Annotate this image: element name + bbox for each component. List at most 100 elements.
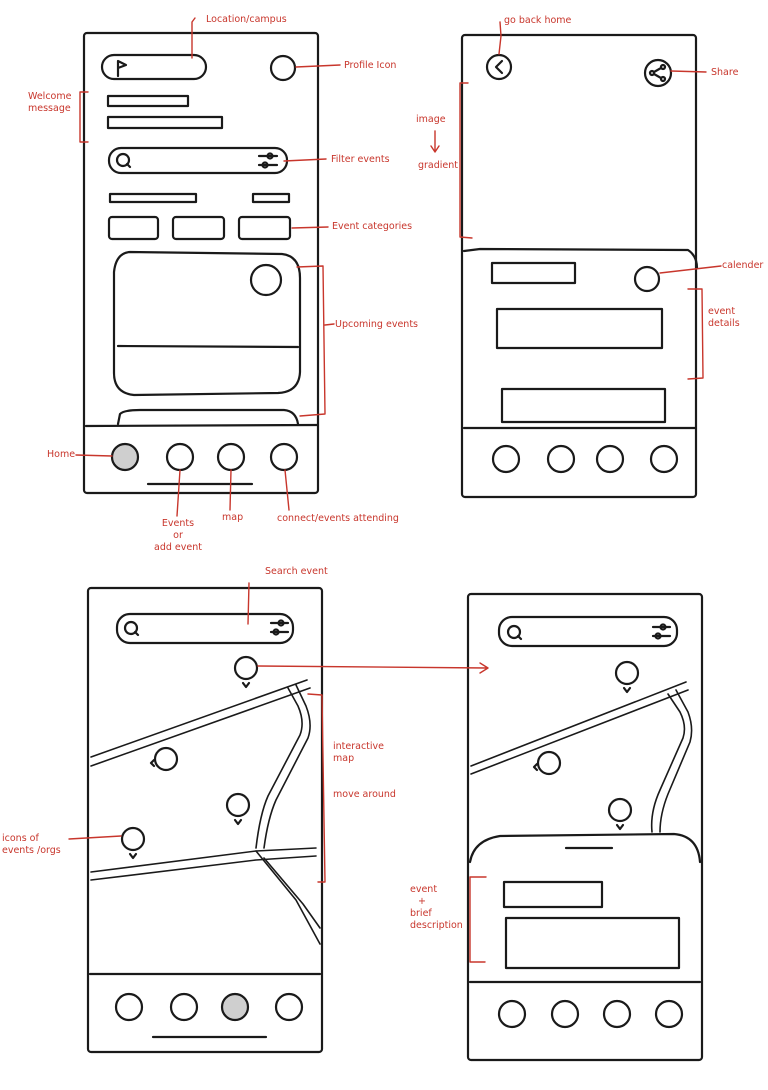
welcome-bracket [79, 91, 89, 143]
label-event-details: event details [708, 306, 758, 330]
share-button[interactable] [643, 58, 673, 88]
map-pin-icon[interactable] [607, 797, 633, 831]
map-pin-icon[interactable] [233, 655, 259, 689]
welcome-line-2 [106, 115, 224, 130]
share-icon [648, 63, 667, 83]
nav-connect[interactable] [649, 444, 679, 474]
label-profile-icon: Profile Icon [344, 60, 397, 71]
calendar-button[interactable] [633, 265, 661, 293]
label-event-brief: event + brief description [410, 884, 466, 932]
next-card-peek [116, 408, 300, 426]
label-interactive-map: interactive map [333, 741, 393, 765]
leader-icons [68, 835, 122, 840]
label-go-back-home: go back home [504, 15, 572, 26]
search-bar[interactable] [497, 615, 679, 648]
map-pin-icon[interactable] [120, 826, 146, 860]
nav-events[interactable] [546, 444, 576, 474]
event-title-box [502, 880, 604, 909]
event-info-box [495, 307, 664, 350]
label-icons-line-2: events /orgs [2, 845, 61, 856]
transition-arrow [257, 662, 489, 674]
flag-icon [116, 59, 128, 78]
event-card-divider [116, 344, 300, 349]
leader-categories [291, 226, 329, 229]
nav-bar-divider [84, 423, 319, 428]
label-image: image [416, 114, 446, 125]
details-bracket [687, 288, 704, 380]
event-bottom-sheet[interactable] [468, 832, 702, 864]
category-chip-1[interactable] [107, 215, 160, 241]
label-details-line-2: details [708, 318, 740, 329]
category-chip-2[interactable] [171, 215, 226, 241]
map-pin-icon[interactable] [225, 792, 251, 826]
event-card[interactable] [112, 250, 302, 397]
event-card-badge [249, 263, 283, 297]
map-pin-icon[interactable] [614, 660, 640, 694]
leader-location [191, 17, 196, 59]
search-icon [123, 620, 140, 637]
map-pin-icon[interactable] [532, 750, 562, 776]
nav-home[interactable] [110, 442, 140, 472]
label-brief-line-3: brief [410, 908, 432, 919]
back-button[interactable] [485, 53, 513, 81]
search-icon [115, 152, 132, 169]
leader-profile [295, 64, 341, 68]
label-home: Home [47, 449, 76, 460]
event-action-box[interactable] [500, 387, 667, 424]
label-share: Share [711, 67, 739, 78]
label-upcoming-events: Upcoming events [335, 319, 418, 330]
label-welcome-line-1: Welcome [28, 91, 72, 102]
profile-icon[interactable] [269, 54, 297, 82]
leader-events [176, 469, 181, 517]
label-events-line-2: or [173, 530, 183, 541]
category-chip-3[interactable] [237, 215, 292, 241]
nav-home[interactable] [491, 444, 521, 474]
filter-icon[interactable] [651, 623, 672, 640]
label-event-categories: Event categories [332, 221, 413, 232]
section-title [108, 192, 198, 204]
nav-events[interactable] [165, 442, 195, 472]
nav-connect[interactable] [269, 442, 299, 472]
event-detail-screen [460, 33, 699, 499]
map-screen [86, 586, 324, 1054]
filter-icon[interactable] [269, 619, 290, 636]
see-all-link[interactable] [251, 192, 291, 204]
nav-home[interactable] [114, 992, 144, 1022]
location-pill[interactable] [100, 53, 208, 81]
nav-connect[interactable] [274, 992, 304, 1022]
nav-map[interactable] [220, 992, 250, 1022]
label-calendar: calender [722, 260, 764, 271]
leader-search [247, 582, 250, 625]
nav-map[interactable] [216, 442, 246, 472]
nav-connect[interactable] [654, 999, 684, 1029]
search-bar[interactable] [115, 612, 295, 645]
map-roads [470, 681, 693, 833]
event-description-box [504, 916, 681, 970]
leader-map [229, 469, 232, 511]
nav-events[interactable] [550, 999, 580, 1029]
label-brief-line-1: event [410, 884, 438, 895]
map-roads [90, 679, 321, 945]
welcome-line-1 [106, 94, 190, 108]
image-bracket [459, 82, 473, 239]
nav-home[interactable] [497, 999, 527, 1029]
nav-map[interactable] [602, 999, 632, 1029]
back-chevron-icon [494, 59, 504, 75]
label-connect-attending: connect/events attending [277, 513, 399, 524]
label-welcome-line-2: message [28, 103, 71, 114]
label-events-line-3: add event [154, 542, 202, 553]
label-icons-line-1: icons of [2, 833, 39, 844]
nav-map[interactable] [595, 444, 625, 474]
filter-icon[interactable] [257, 152, 279, 169]
detail-sheet [462, 247, 699, 270]
phone-frame [86, 586, 324, 1054]
label-filter-events: Filter events [331, 154, 390, 165]
search-icon [506, 624, 523, 641]
label-search-event: Search event [265, 566, 328, 577]
map-bracket [307, 693, 326, 883]
map-pin-icon[interactable] [149, 746, 179, 772]
nav-events[interactable] [169, 992, 199, 1022]
search-bar[interactable] [107, 146, 289, 175]
label-icons-events-orgs: icons of events /orgs [2, 833, 70, 857]
